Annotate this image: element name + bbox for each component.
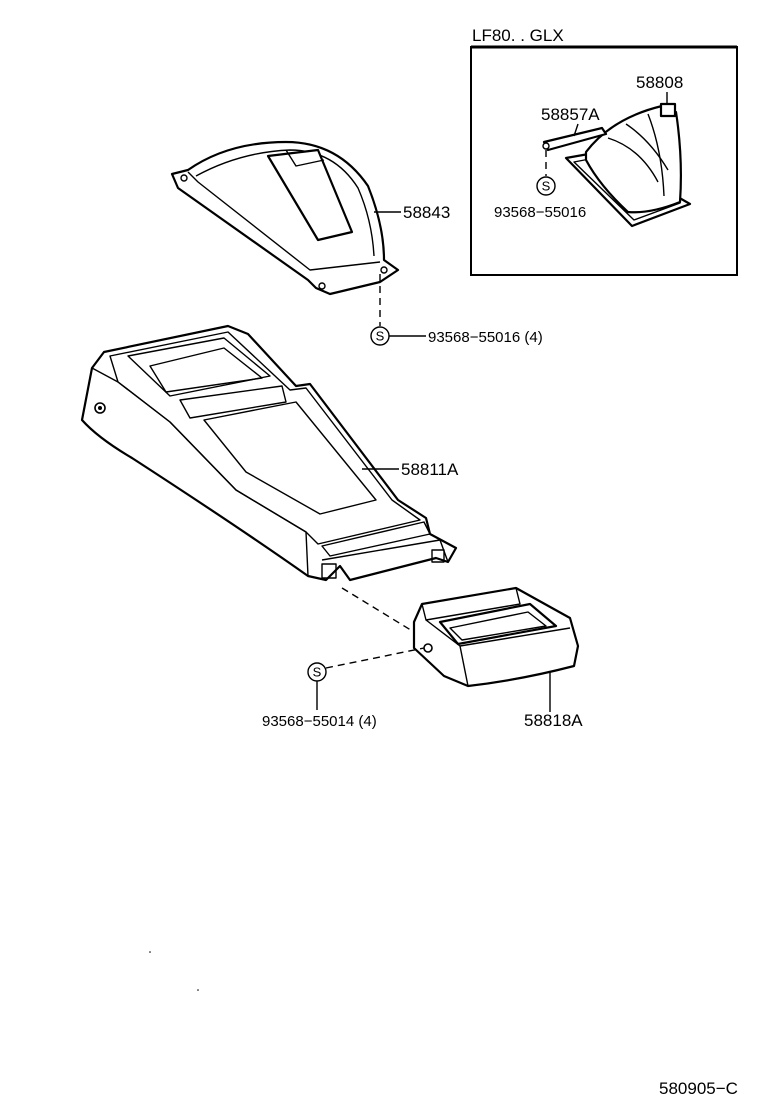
label-cover-screws: 93568−55016 (4) — [428, 329, 543, 346]
cover-screw-symbol-text: S — [376, 329, 385, 344]
console-front-well-inner — [149, 347, 263, 393]
label-console-box: 58811A — [401, 460, 459, 479]
scan-speck-1 — [149, 951, 151, 953]
inset-title: LF80. . GLX — [472, 26, 564, 45]
console-main-opening — [203, 401, 377, 515]
figure-code: 580905−C — [659, 1079, 738, 1098]
leader-retainer — [573, 123, 579, 137]
shift-cover — [170, 140, 400, 296]
console-box-drawing — [80, 324, 458, 582]
rear-screw-symbol-text: S — [313, 665, 322, 680]
retainer-hole — [542, 142, 550, 150]
boot-fold-1 — [607, 137, 659, 183]
label-rear-box: 58818A — [524, 711, 583, 730]
scan-speck-2 — [197, 989, 199, 991]
console-box — [80, 324, 458, 582]
rear-box-screw-hole — [423, 643, 433, 653]
rear-box-opening — [438, 602, 558, 646]
rear-box-axis — [341, 587, 415, 633]
label-shift-cover: 58843 — [403, 203, 450, 222]
label-rear-screws: 93568−55014 (4) — [262, 713, 377, 730]
boot-fold-2 — [625, 123, 669, 171]
rear-box-opening-inner — [449, 611, 547, 641]
shift-cover-hole-1 — [180, 174, 188, 182]
console-side-edge — [91, 367, 309, 577]
rear-box-top-edge — [421, 587, 521, 621]
shift-boot-drawing — [564, 102, 692, 228]
shift-cover-hole-3 — [380, 266, 388, 274]
console-divider — [179, 385, 287, 419]
shift-cover-drawing — [170, 140, 400, 296]
console-rear-slot-left — [321, 563, 337, 579]
console-front-well — [127, 337, 271, 397]
shift-cover-ridge — [195, 149, 375, 257]
shift-cover-edge — [187, 171, 381, 271]
retainer-drawing — [542, 126, 608, 152]
console-rear-step — [321, 521, 431, 557]
inset-screw-symbol — [536, 176, 556, 196]
console-side-screw-dot — [98, 406, 102, 410]
rear-box-corner — [459, 645, 469, 687]
shift-cover-hole-2 — [318, 282, 326, 290]
console-rear-slot-right — [431, 549, 445, 563]
inset-panel: LF80. . GLX 58808 58857A S 93568−55016 — [470, 26, 738, 276]
rear-screw-axis — [325, 647, 425, 669]
console-rear-tab — [321, 539, 449, 563]
rear-box-drawing — [412, 586, 580, 688]
boot-fold-3 — [647, 113, 665, 197]
label-retainer: 58857A — [541, 105, 600, 124]
label-inset-screw: 93568−55016 — [494, 204, 586, 221]
boot-top — [659, 102, 677, 118]
inset-screw-symbol-text: S — [542, 179, 551, 194]
shift-cover-slot-inner — [285, 149, 325, 167]
label-boot: 58808 — [636, 73, 683, 92]
shift-boot — [584, 104, 682, 214]
shift-cover-slot — [266, 148, 354, 242]
